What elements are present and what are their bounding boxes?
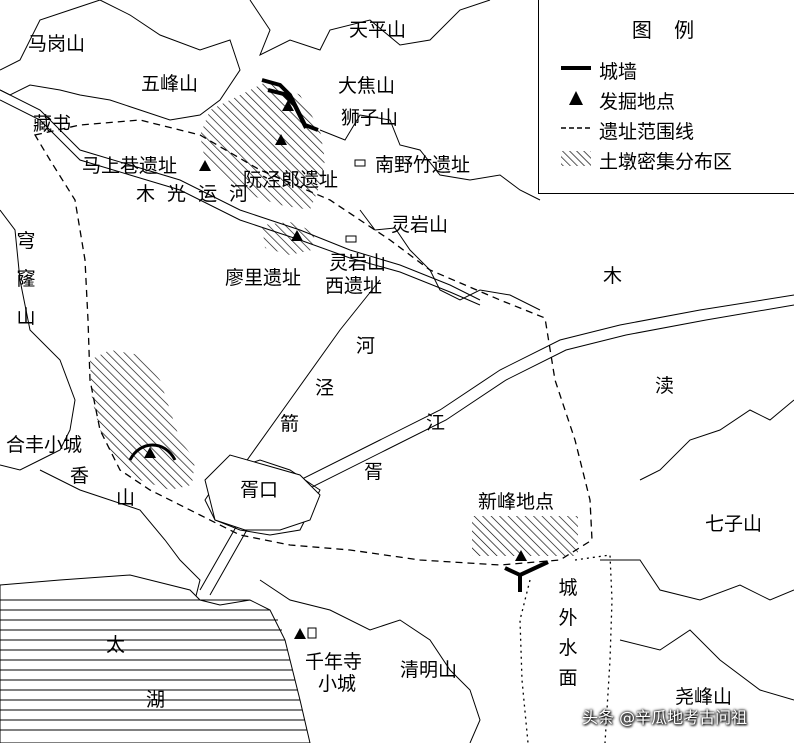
place-label-xukou: 胥口 xyxy=(240,479,279,501)
legend-item-city-wall: 城墙 xyxy=(559,56,789,83)
watermark-text: 头条 @辛瓜地考古问祖 xyxy=(582,708,748,727)
canal-muguang xyxy=(0,89,481,301)
city-walls xyxy=(128,78,549,592)
hill-outline-magang xyxy=(0,0,241,121)
map-detail-marks xyxy=(307,159,366,639)
hill-outline-tianping xyxy=(249,0,491,57)
map-legend: 图 例 城墙 发掘地点 遗址范围线 土墩密集分布区 xyxy=(538,0,794,194)
waterway-label-jingxi-1: 河 xyxy=(356,335,376,357)
site-label-qiannian-1: 千年寺 xyxy=(305,651,363,673)
triangle-mashangxiang xyxy=(199,160,211,171)
mound-areas xyxy=(90,80,578,556)
mountain-label-xiangshan-2: 山 xyxy=(116,487,136,509)
hill-outline-lingyan xyxy=(359,209,541,311)
mountain-label-qiziishan: 七子山 xyxy=(705,513,763,535)
place-label-chengwai-water: 城外水面 xyxy=(558,577,578,689)
legend-label: 发掘地点 xyxy=(599,91,676,113)
mound-area-hefeng xyxy=(90,350,195,490)
city-outer-water-boundary xyxy=(519,579,531,743)
hill-outline-xiang xyxy=(39,469,201,601)
mound-area-liaoli xyxy=(262,222,315,255)
hill-outline-shizi xyxy=(319,114,541,201)
legend-label: 城墙 xyxy=(599,61,638,83)
legend-label: 土墩密集分布区 xyxy=(599,151,733,173)
mountain-label-yaofengshan: 尧峰山 xyxy=(675,686,733,708)
river-jingxi xyxy=(239,279,381,471)
waterway-label-xujiang-2: 胥 xyxy=(364,461,384,483)
site-label-xinfeng: 新峰地点 xyxy=(478,491,555,513)
place-label-mudu-2: 渎 xyxy=(655,375,675,397)
black-triangle-icon xyxy=(569,91,583,105)
site-label-ruanjinglang: 阮泾郎遗址 xyxy=(243,169,339,191)
mountain-label-tianpingshan: 天平山 xyxy=(349,19,407,41)
place-label-taihu-1: 太 xyxy=(106,634,126,656)
place-label-taihu-2: 湖 xyxy=(146,689,166,711)
triangle-xinfeng xyxy=(515,550,527,561)
site-label-lingyanshanxi-2: 西遗址 xyxy=(325,275,383,297)
taihu-lake xyxy=(0,574,311,743)
mountain-label-wufengshan: 五峰山 xyxy=(141,73,199,95)
hill-outline-qingming xyxy=(259,579,481,743)
waterway-label-xujiang-3: 箭 xyxy=(280,413,300,435)
triangle-liaoli xyxy=(291,230,303,241)
wall-xinfeng xyxy=(504,560,549,592)
place-label-mudu-1: 木 xyxy=(603,265,623,287)
site-label-hefeng: 合丰小城 xyxy=(6,434,83,456)
canal-muguang-b xyxy=(0,99,481,306)
triangle-qiannian xyxy=(294,628,306,639)
waterway-label-jingxi-2: 泾 xyxy=(315,377,335,399)
wall-ruanjinglang-1 xyxy=(261,78,319,132)
legend-title: 图 例 xyxy=(631,18,703,42)
xukou-outline xyxy=(204,454,321,531)
hill-outline-qionglong xyxy=(0,209,76,471)
hill-outline-yaofeng xyxy=(619,629,794,701)
site-label-qiannian-2: 小城 xyxy=(318,673,357,695)
mountain-label-shizishan: 狮子山 xyxy=(341,107,399,129)
hill-outline-xukou-right xyxy=(204,459,321,536)
waterway-label-muguang: 木 光 运 河 xyxy=(136,183,252,205)
hill-outline-east xyxy=(639,399,794,481)
mountain-label-magangshan: 马岗山 xyxy=(28,33,86,55)
site-boundary-dashed xyxy=(33,119,593,566)
site-label-mashangxiang: 马上巷遗址 xyxy=(82,155,178,177)
mountain-label-lingyanshan: 灵岩山 xyxy=(391,214,449,236)
triangle-ruanjinglang-north xyxy=(282,100,294,111)
city-outer-water-boundary-2 xyxy=(574,554,613,743)
mountain-label-qingmingshan: 清明山 xyxy=(400,659,458,681)
mound-area-ruanjinglang xyxy=(200,80,325,210)
legend-item-excavation: 发掘地点 xyxy=(559,86,789,113)
wall-ruanjinglang-2 xyxy=(267,88,308,129)
triangle-ruanjinglang xyxy=(275,134,287,145)
dashed-line-icon xyxy=(561,127,591,129)
mountain-label-xiangshan-1: 香 xyxy=(70,465,90,487)
legend-item-mounds: 土墩密集分布区 xyxy=(559,146,789,173)
site-label-lingyanshanxi-1: 灵岩山 xyxy=(329,252,387,274)
excavation-markers xyxy=(144,100,527,639)
hatched-area-icon xyxy=(561,151,591,166)
legend-item-boundary: 遗址范围线 xyxy=(559,116,789,143)
wall-hefeng xyxy=(128,443,177,461)
waterway-label-xujiang-1: 江 xyxy=(426,412,446,434)
mountain-label-qionglongshan: 穹窿山 xyxy=(16,230,36,328)
triangle-hefeng xyxy=(144,447,156,458)
site-label-liaoli: 廖里遗址 xyxy=(225,267,302,289)
legend-label: 遗址范围线 xyxy=(599,121,695,143)
mountain-label-dajiaoshan: 大焦山 xyxy=(338,75,396,97)
site-label-nanyezhu: 南野竹遗址 xyxy=(375,154,471,176)
hill-outline-qizi xyxy=(600,559,794,601)
site-label-cangshu: 藏书 xyxy=(33,113,72,135)
mound-area-xinfeng xyxy=(472,516,578,556)
city-wall-line-icon xyxy=(561,66,591,70)
